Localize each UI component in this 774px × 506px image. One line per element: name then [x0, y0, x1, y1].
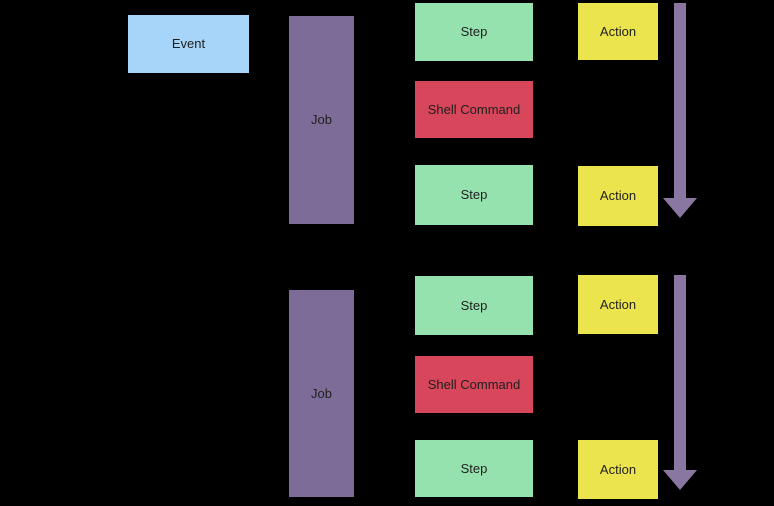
- step-node: Step: [415, 276, 533, 335]
- action-node: Action: [578, 166, 658, 226]
- shell-command-label: Shell Command: [427, 101, 521, 117]
- step-label: Step: [460, 24, 488, 40]
- action-node: Action: [578, 3, 658, 60]
- action-label: Action: [599, 461, 637, 477]
- step-label: Step: [460, 297, 488, 313]
- down-arrow-icon: [663, 3, 697, 218]
- step-node: Step: [415, 3, 533, 61]
- job-label: Job: [311, 112, 332, 128]
- step-label: Step: [460, 460, 488, 476]
- job-label: Job: [311, 385, 332, 401]
- action-label: Action: [599, 23, 637, 39]
- job-node: Job: [289, 290, 354, 497]
- shell-command-node: Shell Command: [415, 81, 533, 138]
- down-arrow-icon: [663, 275, 697, 490]
- step-node: Step: [415, 440, 533, 497]
- event-label: Event: [171, 36, 206, 52]
- action-label: Action: [599, 188, 637, 204]
- job-node: Job: [289, 16, 354, 224]
- action-node: Action: [578, 275, 658, 334]
- shell-command-node: Shell Command: [415, 356, 533, 413]
- action-label: Action: [599, 296, 637, 312]
- action-node: Action: [578, 440, 658, 499]
- shell-command-label: Shell Command: [427, 376, 521, 392]
- step-label: Step: [460, 187, 488, 203]
- step-node: Step: [415, 165, 533, 225]
- event-node: Event: [128, 15, 249, 73]
